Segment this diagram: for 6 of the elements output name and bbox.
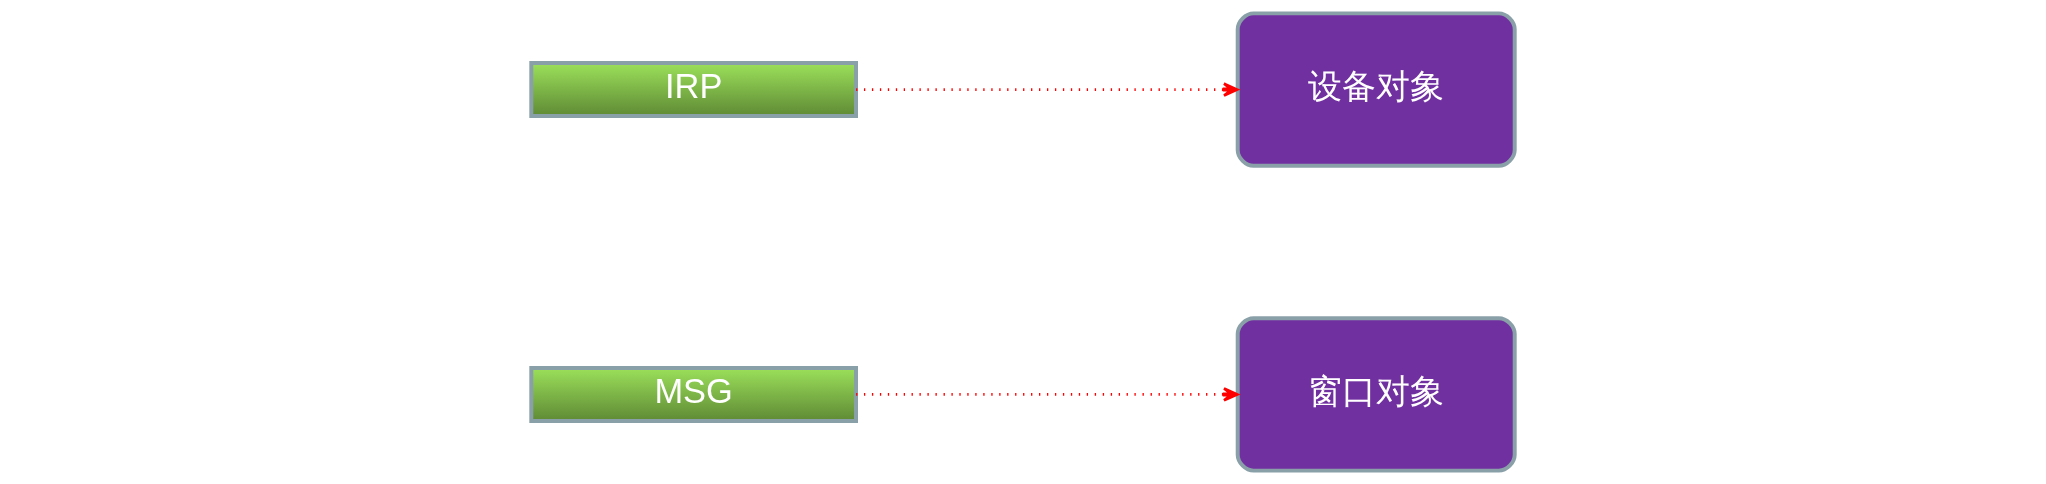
arrow xyxy=(856,82,1239,97)
node-box: MSG xyxy=(529,365,858,423)
node-box: 设备对象 xyxy=(1235,11,1517,168)
node-box: IRP xyxy=(529,61,858,119)
arrow xyxy=(856,387,1239,402)
node-box: 窗口对象 xyxy=(1235,316,1517,473)
